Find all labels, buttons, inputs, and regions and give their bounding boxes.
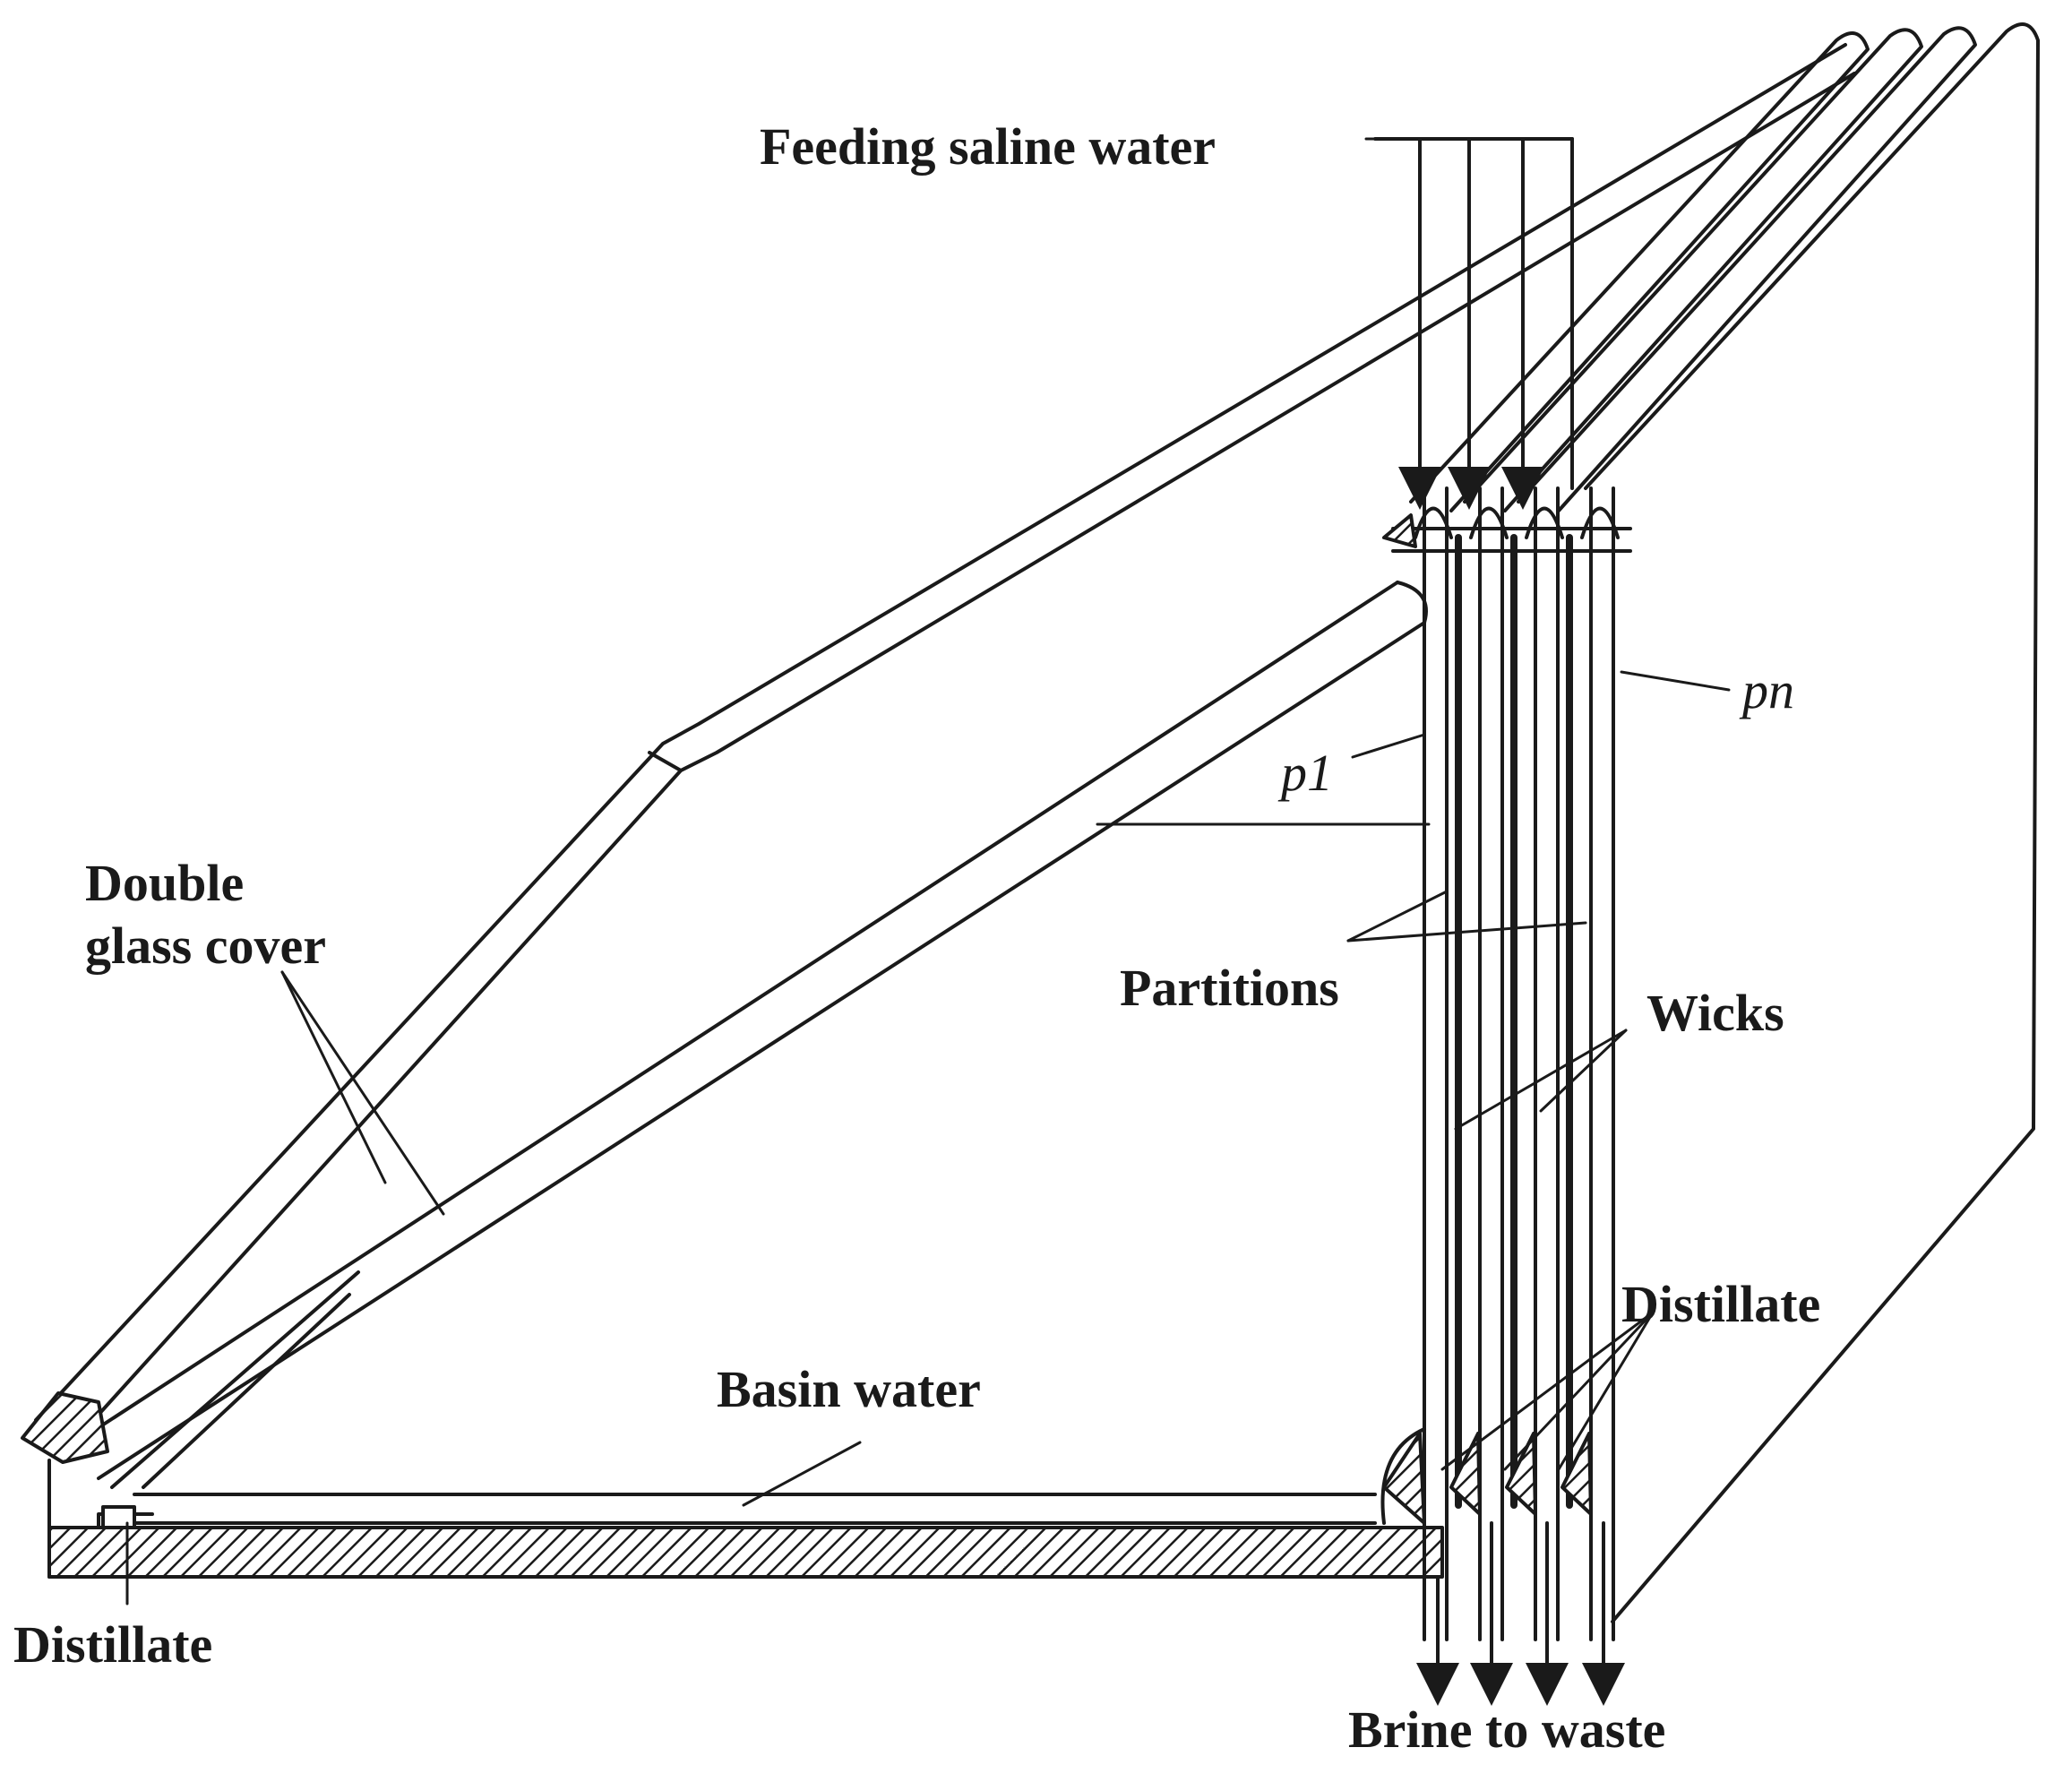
- label-brine-to-waste: Brine to waste: [1348, 1700, 1665, 1759]
- back-wall: [1584, 22, 2040, 1623]
- label-double: Double: [85, 854, 244, 912]
- back-frames: [1409, 26, 1977, 512]
- top-caps: [1382, 506, 1632, 553]
- label-wicks: Wicks: [1646, 984, 1784, 1042]
- left-support: [110, 1270, 360, 1489]
- label-p1: p1: [1277, 744, 1333, 802]
- inner-glass-pane: [88, 581, 1428, 1480]
- bottom-troughs: [1380, 1427, 1593, 1525]
- label-pn: pn: [1739, 661, 1794, 719]
- basin-floor: [47, 1493, 1444, 1579]
- brine-outlets: [1416, 1521, 1625, 1706]
- leader-lines: [125, 137, 1731, 1606]
- label-partitions: Partitions: [1120, 959, 1339, 1017]
- label-basin-water: Basin water: [717, 1360, 981, 1418]
- wicks: [1455, 534, 1573, 1509]
- outer-glass-pane: [34, 43, 1856, 1426]
- label-feeding-saline-water: Feeding saline water: [760, 117, 1216, 176]
- labels: Feeding saline water Double glass cover …: [13, 117, 1820, 1759]
- label-glass-cover: glass cover: [85, 917, 326, 975]
- label-distillate-right: Distillate: [1621, 1275, 1820, 1333]
- feed-pipes: [1373, 137, 1574, 510]
- label-distillate-left: Distillate: [13, 1615, 212, 1674]
